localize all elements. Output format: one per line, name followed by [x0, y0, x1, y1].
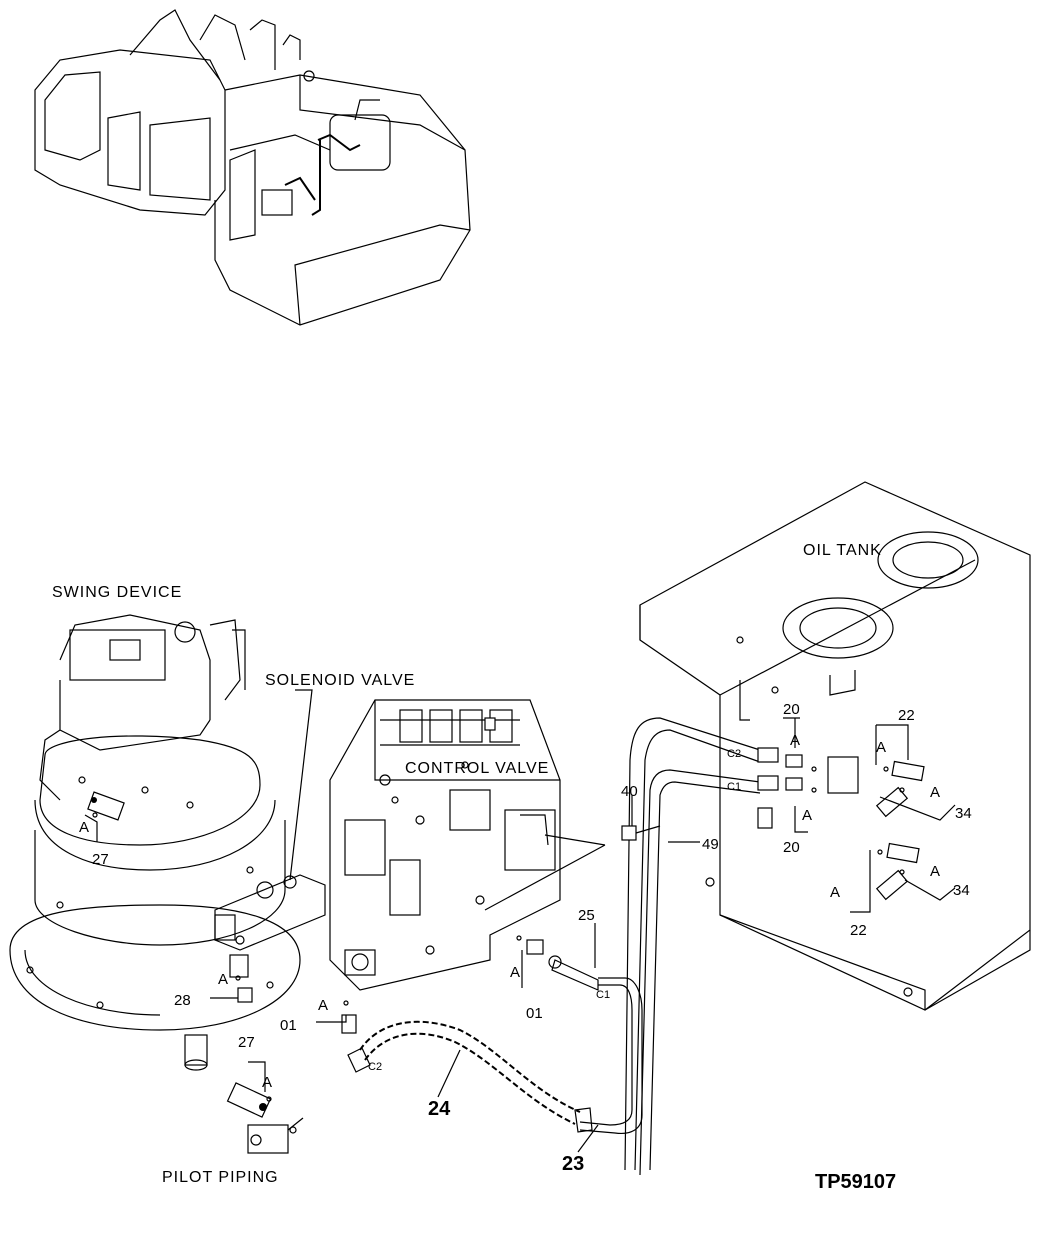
pilot-piping-drawing — [226, 1082, 304, 1154]
solenoid-valve-label: SOLENOID VALVE — [265, 672, 415, 689]
callout-40: 40 — [621, 783, 638, 800]
callout-20-top: 20 — [783, 701, 800, 718]
marker-c1: C1 — [727, 781, 741, 793]
marker-a: A — [79, 819, 89, 836]
callout-23: 23 — [562, 1153, 584, 1175]
marker-c1: C1 — [596, 989, 610, 1001]
callout-34-bottom: 34 — [953, 882, 970, 899]
swing-device-drawing — [9, 614, 301, 1071]
oil-tank-label: OIL TANK — [803, 542, 882, 559]
callout-27-bottom: 27 — [238, 1034, 255, 1051]
callout-25: 25 — [578, 907, 595, 924]
leader-lines — [84, 689, 956, 1153]
callout-49: 49 — [702, 836, 719, 853]
marker-c2: C2 — [727, 748, 741, 760]
marker-a: A — [218, 971, 228, 988]
marker-a: A — [802, 807, 812, 824]
marker-c2: C2 — [368, 1061, 382, 1073]
marker-a: A — [930, 784, 940, 801]
text-labels: SWING DEVICE SOLENOID VALVE CONTROL VALV… — [52, 542, 972, 1193]
marker-a: A — [510, 964, 520, 981]
oil-tank-drawing — [639, 481, 1031, 1011]
callout-22-top: 22 — [898, 707, 915, 724]
drawing-id: TP59107 — [815, 1171, 896, 1193]
pilot-piping-label: PILOT PIPING — [162, 1169, 279, 1186]
swing-device-label: SWING DEVICE — [52, 584, 182, 601]
hose-lines — [92, 717, 925, 1176]
marker-a: A — [262, 1074, 272, 1091]
callout-20-bottom: 20 — [783, 839, 800, 856]
callout-34-top: 34 — [955, 805, 972, 822]
marker-a: A — [318, 997, 328, 1014]
control-valve-label: CONTROL VALVE — [405, 760, 549, 777]
callout-28: 28 — [174, 992, 191, 1009]
control-valve-drawing — [329, 699, 606, 991]
marker-a: A — [930, 863, 940, 880]
callout-22-bottom: 22 — [850, 922, 867, 939]
callout-24: 24 — [428, 1098, 451, 1120]
excavator-overview-drawing — [34, 9, 471, 326]
marker-a: A — [790, 732, 800, 749]
callout-27-top: 27 — [92, 851, 109, 868]
marker-a: A — [876, 739, 886, 756]
callout-01-left: 01 — [280, 1017, 297, 1034]
callout-01-right: 01 — [526, 1005, 543, 1022]
marker-a: A — [830, 884, 840, 901]
solenoid-valve-drawing — [214, 874, 326, 978]
